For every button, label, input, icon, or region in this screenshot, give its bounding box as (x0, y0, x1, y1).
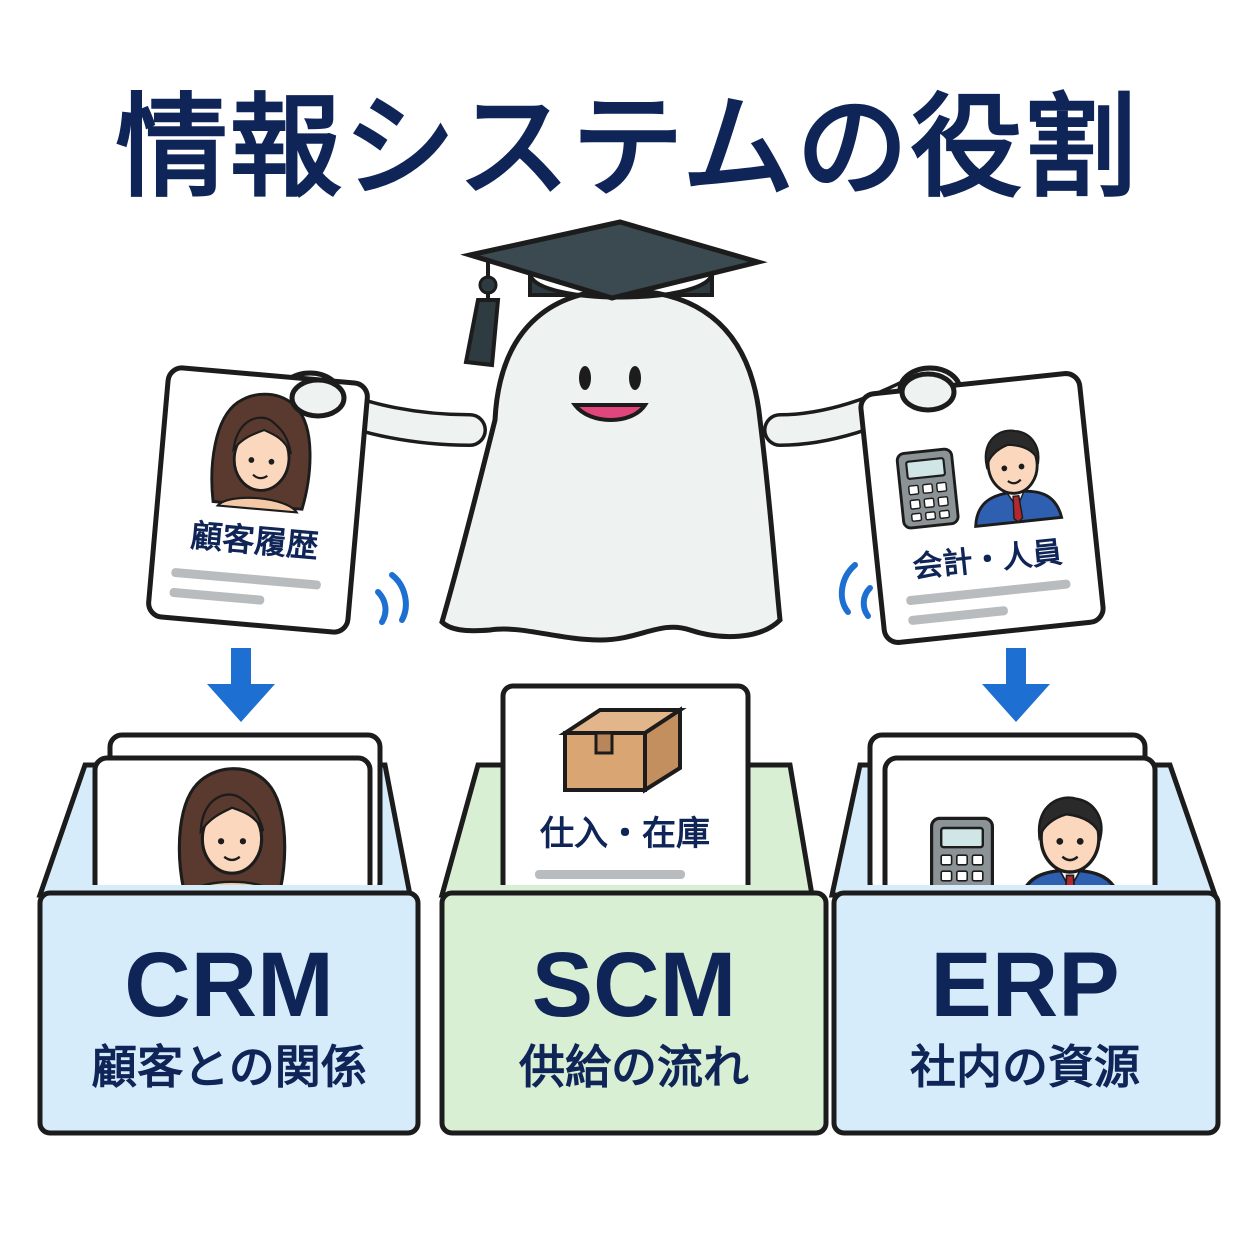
bin-code-crm: CRM (124, 934, 334, 1036)
bin-erp: ERP 社内の資源 (828, 732, 1221, 1136)
bin-code-scm: SCM (532, 934, 736, 1036)
bin-sub-scm: 供給の流れ (519, 1040, 749, 1094)
page-title: 情報システムの役割 (115, 83, 1139, 213)
ghost-mascot (277, 287, 963, 643)
card-label-scm: 仕入・在庫 (540, 814, 710, 854)
card-accounting-staff: 会計・人員 (858, 371, 1106, 645)
card-customer-history: 顧客履歴 (146, 365, 370, 635)
graduation-cap-icon (460, 219, 768, 368)
down-arrow-icon (982, 648, 1050, 722)
bin-sub-crm: 顧客との関係 (91, 1040, 367, 1094)
bin-scm: 仕入・在庫 SCM 供給の流れ (438, 683, 829, 1136)
down-arrow-icon (207, 648, 275, 722)
calculator-icon (895, 447, 961, 531)
bin-sub-erp: 社内の資源 (910, 1040, 1140, 1094)
cardboard-box-icon (558, 706, 687, 794)
bin-code-erp: ERP (930, 934, 1119, 1036)
bin-crm: CRM 顧客との関係 (36, 732, 421, 1136)
motion-wave-icon (375, 562, 873, 625)
woman-avatar-icon (177, 767, 287, 896)
